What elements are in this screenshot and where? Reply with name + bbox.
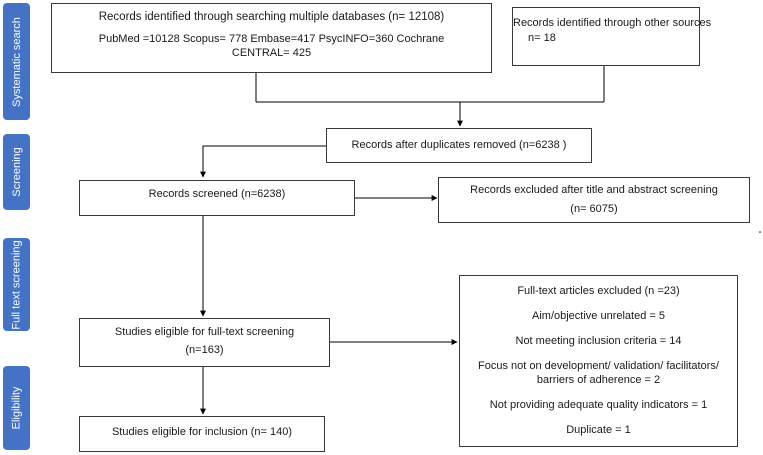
- box-excluded-title-abstract: Records excluded after title and abstrac…: [438, 177, 750, 223]
- exclusion-reason: Aim/objective unrelated = 5: [532, 309, 665, 322]
- box-records-screened: Records screened (n=6238): [79, 180, 355, 216]
- studies-included-text: Studies eligible for inclusion (n= 140): [111, 426, 293, 438]
- box-eligible-full-text: Studies eligible for full-text screening…: [79, 318, 330, 367]
- box-records-other-sources: Records identified through other sources…: [512, 7, 712, 66]
- stage-tab-full-text-screening: Full text screening: [3, 238, 30, 331]
- stage-tab-eligibility: Eligibility: [3, 366, 30, 450]
- databases-total-text: Records identified through searching mul…: [98, 11, 445, 23]
- excluded-title-abstract-count: (n= 6075): [570, 202, 618, 215]
- box-studies-included: Studies eligible for inclusion (n= 140): [79, 416, 325, 452]
- databases-cochrane-text: CENTRAL= 425: [231, 47, 312, 60]
- records-screened-text: Records screened (n=6238): [148, 188, 286, 200]
- stage-tab-screening: Screening: [3, 134, 30, 210]
- stray-dot: [759, 231, 761, 233]
- arrow-to-records-screened: [200, 145, 326, 178]
- other-sources-count: n= 18: [528, 31, 556, 44]
- box-records-databases: Records identified through searching mul…: [51, 3, 492, 73]
- exclusion-reason: Not providing adequate quality indicator…: [489, 399, 708, 412]
- box-full-text-excluded: Full-text articles excluded (n =23) Aim/…: [459, 275, 738, 447]
- exclusion-reason: Duplicate = 1: [566, 424, 631, 437]
- exclusion-reason: barriers of adherence = 2: [536, 374, 661, 387]
- stage-tab-systematic-search: Systematic search: [3, 3, 30, 120]
- databases-breakdown-text: PubMed =10128 Scopus= 778 Embase=417 Psy…: [98, 32, 445, 45]
- eligible-full-text-count: (n=163): [185, 343, 224, 356]
- exclusion-reason: Focus not on development/ validation/ fa…: [478, 359, 719, 372]
- full-text-excluded-title: Full-text articles excluded (n =23): [517, 285, 680, 297]
- eligible-full-text-label: Studies eligible for full-text screening: [114, 326, 295, 338]
- other-sources-label: Records identified through other sources: [513, 17, 712, 29]
- box-duplicates-removed: Records after duplicates removed (n=6238…: [326, 128, 592, 163]
- duplicates-removed-text: Records after duplicates removed (n=6238…: [351, 139, 567, 151]
- exclusion-reason: Not meeting inclusion criteria = 14: [515, 334, 682, 347]
- excluded-title-abstract-label: Records excluded after title and abstrac…: [470, 184, 718, 196]
